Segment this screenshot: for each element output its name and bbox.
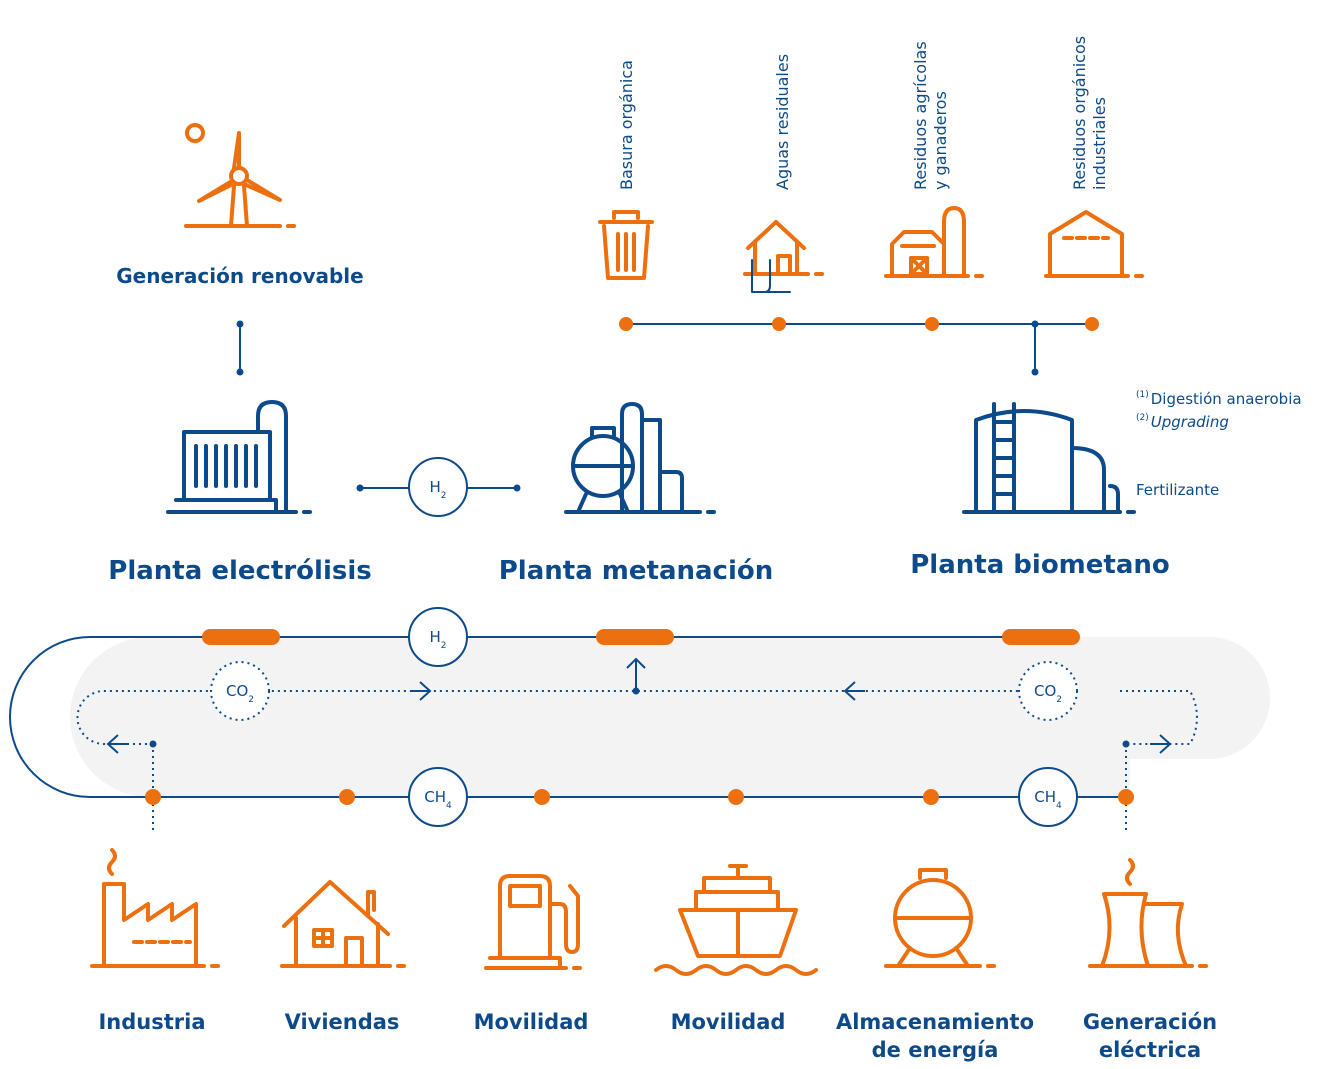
- connector-dot: [236, 368, 244, 376]
- connector-dot: [1031, 368, 1039, 376]
- loop-outline: [9, 636, 1126, 798]
- consumer-label-homes: Viviendas: [284, 1010, 400, 1034]
- waste-label-wastewater: Aguas residuales: [773, 53, 792, 190]
- network-segment: [202, 629, 280, 645]
- wind-turbine-icon: [184, 123, 296, 228]
- co2-circuit: [76, 690, 1198, 830]
- waste-node: [772, 317, 786, 331]
- note-anaerobic-digestion: (1)Digestión anaerobia: [1136, 390, 1302, 408]
- consumer-label-mobility-maritime: Movilidad: [670, 1010, 786, 1034]
- arrow-left-icon: [843, 681, 865, 701]
- electrolysis-plant-icon: [166, 400, 312, 514]
- network-segment: [596, 629, 674, 645]
- ship-icon: [654, 864, 818, 976]
- factory-icon: [90, 848, 220, 968]
- renewable-generation-label: Generación renovable: [116, 264, 364, 288]
- methanation-plant-title: Planta metanación: [498, 556, 774, 586]
- ch4-bubble-left: CH4: [408, 767, 468, 827]
- svg-text:H2: H2: [429, 628, 446, 651]
- arrow-right-icon: [410, 681, 432, 701]
- svg-text:H2: H2: [429, 478, 446, 501]
- network-node: [145, 789, 161, 805]
- svg-text:CH4: CH4: [424, 788, 452, 811]
- h2-bubble-top: H2: [408, 457, 468, 517]
- gas-network-loop: [9, 629, 1270, 830]
- upper-connectors: [239, 323, 1092, 489]
- loop-background: [70, 637, 1270, 797]
- industrial-shed-icon: [1044, 210, 1144, 278]
- waste-node: [619, 317, 633, 331]
- waste-label-agricultural: Residuos agrícolas y ganaderos: [911, 41, 950, 190]
- h2-bubble-loop: H2: [408, 607, 468, 667]
- co2-junction-dot: [149, 740, 157, 748]
- barn-silo-icon: [884, 206, 984, 278]
- consumer-label-power-generation: Generación eléctrica: [1082, 1010, 1218, 1062]
- waste-node: [1085, 317, 1099, 331]
- connector-dot: [356, 484, 364, 492]
- biomethane-plant-icon: [962, 402, 1136, 514]
- co2-junction-dot: [632, 687, 640, 695]
- consumer-label-industry: Industria: [98, 1010, 206, 1034]
- house-icon: [280, 880, 406, 968]
- note-upgrading: (2)Upgrading: [1136, 413, 1229, 431]
- network-node: [534, 789, 550, 805]
- fertilizer-label: Fertilizante: [1136, 481, 1220, 499]
- co2-bubble-left: CO2: [210, 661, 270, 721]
- co2-bubble-right: CO2: [1018, 661, 1078, 721]
- trash-bin-icon: [598, 210, 654, 280]
- fuel-pump-icon: [484, 874, 582, 970]
- gas-tank-icon: [884, 868, 996, 968]
- svg-text:CO2: CO2: [1034, 682, 1062, 705]
- svg-text:CO2: CO2: [226, 682, 254, 705]
- waste-node: [925, 317, 939, 331]
- connector-dot: [236, 320, 244, 328]
- arrow-left-icon: [106, 734, 128, 754]
- network-node: [1118, 789, 1134, 805]
- arrow-right-icon: [1150, 734, 1172, 754]
- consumer-label-mobility-road: Movilidad: [473, 1010, 589, 1034]
- svg-text:CH4: CH4: [1034, 788, 1062, 811]
- consumer-label-energy-storage: Almacenamiento de energía: [835, 1010, 1035, 1062]
- network-segment: [1002, 629, 1080, 645]
- house-sewage-icon: [743, 220, 824, 293]
- waste-label-industrial: Residuos orgánicos industriales: [1070, 35, 1109, 190]
- methanation-plant-icon: [564, 402, 716, 514]
- network-node: [728, 789, 744, 805]
- waste-label-organic-trash: Basura orgánica: [617, 60, 636, 190]
- network-node: [923, 789, 939, 805]
- arrow-up-icon: [626, 657, 646, 669]
- co2-junction-dot: [1122, 740, 1130, 748]
- connector-dot: [513, 484, 521, 492]
- network-node: [339, 789, 355, 805]
- power-plant-icon: [1088, 858, 1208, 968]
- biomethane-plant-title: Planta biometano: [910, 550, 1170, 580]
- ch4-bubble-right: CH4: [1018, 767, 1078, 827]
- connector-dot: [1031, 320, 1039, 328]
- electrolysis-plant-title: Planta electrólisis: [108, 556, 372, 586]
